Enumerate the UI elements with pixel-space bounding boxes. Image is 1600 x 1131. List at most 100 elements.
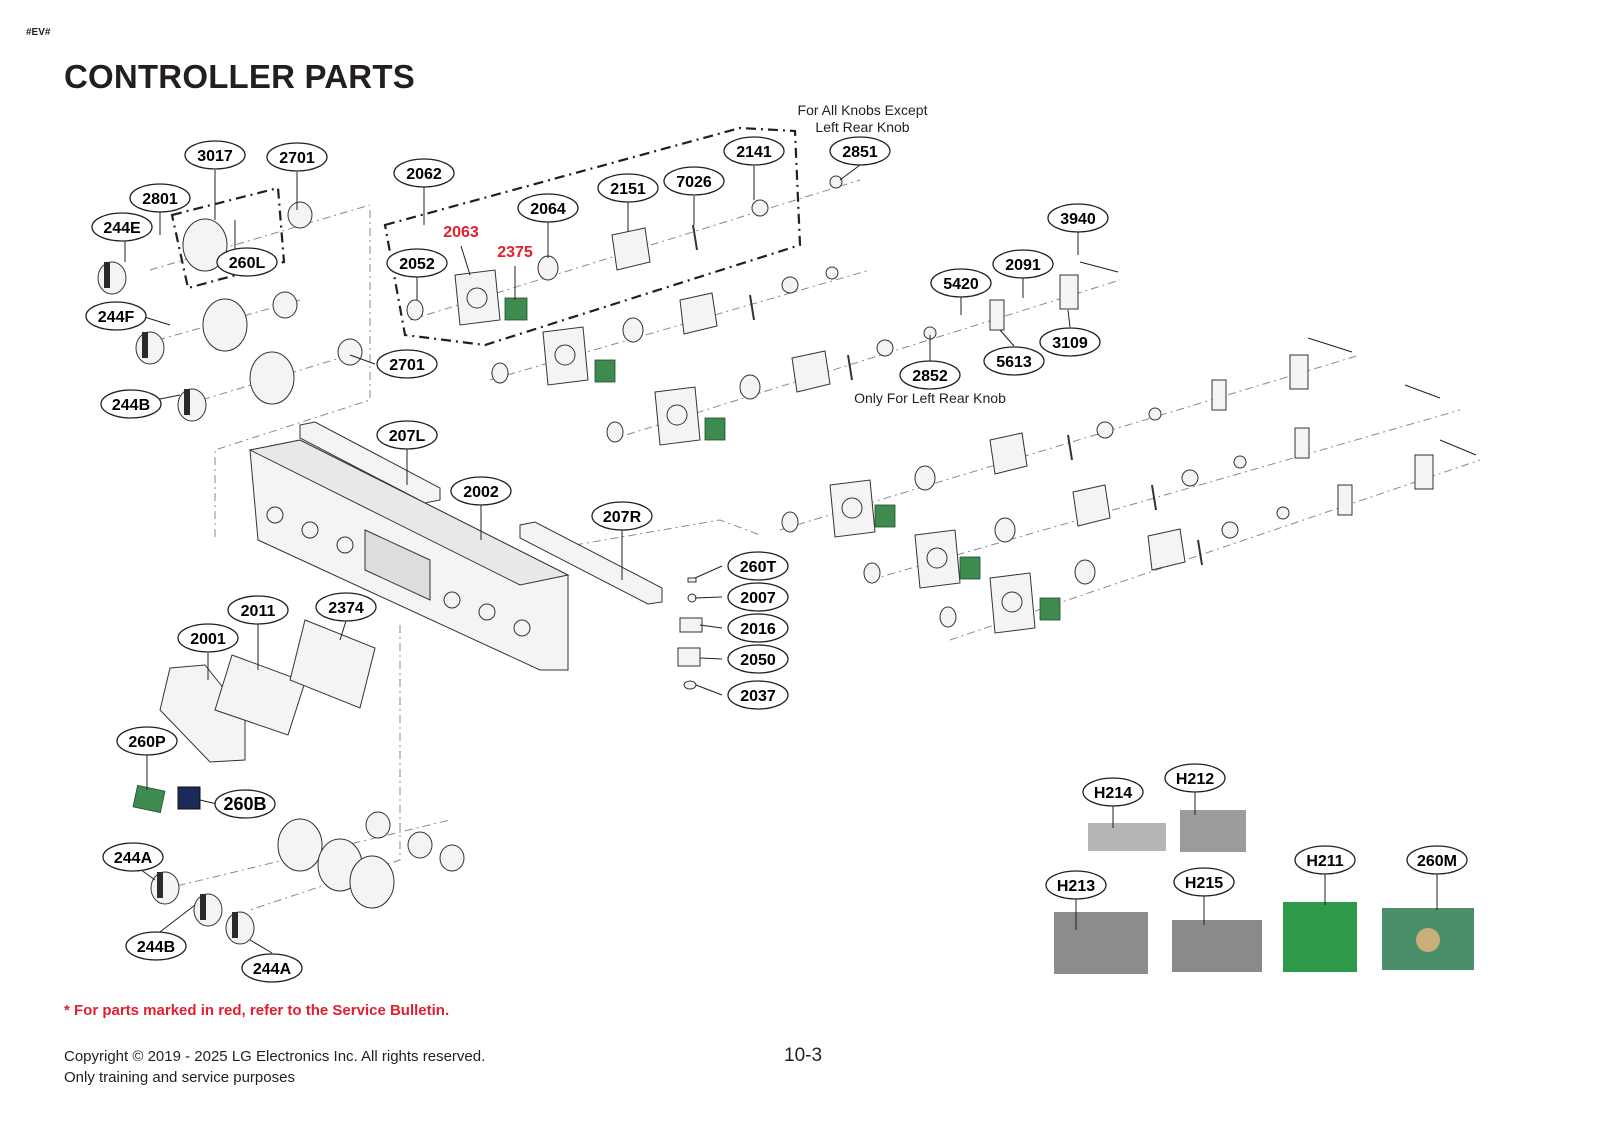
part-labels: 3017 2701 2801 244E 260L 244F 244B 2701 … [85, 136, 1468, 983]
part-label-2701: 2701 [266, 142, 328, 172]
svg-text:260T: 260T [740, 559, 777, 576]
part-label-244E: 244E [91, 212, 153, 242]
svg-text:2062: 2062 [406, 166, 442, 183]
part-label-2374: 2374 [315, 592, 377, 622]
svg-text:244A: 244A [114, 850, 153, 867]
part-label-3109: 3109 [1039, 327, 1101, 357]
right-stack-parts [677, 577, 703, 690]
svg-text:2001: 2001 [190, 631, 226, 648]
svg-text:2050: 2050 [740, 652, 776, 669]
part-label-H211: H211 [1294, 845, 1356, 875]
svg-text:3109: 3109 [1052, 335, 1088, 352]
svg-text:2701: 2701 [279, 150, 315, 167]
svg-text:2037: 2037 [740, 688, 776, 705]
svg-text:H211: H211 [1306, 853, 1343, 870]
part-label-260B: 260B [214, 789, 276, 819]
part-label-2091: 2091 [992, 249, 1054, 279]
part-label-H214: H214 [1082, 777, 1144, 807]
svg-text:H213: H213 [1057, 878, 1095, 895]
svg-text:2011: 2011 [241, 603, 276, 620]
svg-text:H212: H212 [1176, 771, 1214, 788]
svg-text:2852: 2852 [912, 368, 948, 385]
svg-text:2151: 2151 [610, 181, 646, 198]
part-label-2375: 2375 [485, 237, 545, 265]
svg-text:260B: 260B [223, 794, 266, 814]
pcb-row5 [959, 556, 981, 580]
pcb-260P [132, 784, 166, 814]
part-label-244F: 244F [85, 301, 147, 331]
springs [692, 224, 1203, 566]
part-label-H212: H212 [1164, 763, 1226, 793]
part-label-2063: 2063 [431, 217, 491, 245]
part-label-260T: 260T [727, 551, 789, 581]
knob-bezels [182, 201, 465, 909]
reference-photos [1054, 810, 1474, 974]
svg-text:260P: 260P [128, 734, 166, 751]
copyright-line-1: Copyright © 2019 - 2025 LG Electronics I… [64, 1048, 486, 1065]
rings [406, 299, 957, 628]
svg-text:H215: H215 [1185, 875, 1223, 892]
part-label-260P: 260P [116, 726, 178, 756]
part-label-260M: 260M [1406, 845, 1468, 875]
svg-text:5420: 5420 [943, 276, 979, 293]
part-label-2852: 2852 [899, 360, 961, 390]
small-cylinders [537, 175, 1290, 585]
svg-text:244E: 244E [103, 220, 141, 237]
svg-text:260L: 260L [229, 255, 266, 272]
knob-assembly-group-box [383, 126, 802, 347]
service-bulletin-note: * For parts marked in red, refer to the … [64, 1002, 450, 1019]
pcb-260B [177, 786, 201, 810]
svg-text:2801: 2801 [142, 191, 178, 208]
part-label-244A: 244A [102, 842, 164, 872]
part-label-2701-b: 2701 [376, 349, 438, 379]
svg-text:244B: 244B [112, 397, 150, 414]
trim-207L [299, 421, 441, 504]
part-label-2001: 2001 [177, 623, 239, 653]
display-bracket-2374 [289, 619, 376, 709]
left-rear-knob-group-box [170, 186, 286, 290]
part-label-H215: H215 [1173, 867, 1235, 897]
page-title: CONTROLLER PARTS [64, 58, 415, 95]
pcb-row4 [874, 504, 896, 528]
svg-text:3940: 3940 [1060, 211, 1096, 228]
svg-text:5613: 5613 [996, 354, 1032, 371]
control-panel-2002 [248, 439, 570, 671]
pcb-row2 [594, 359, 616, 383]
trim-207R [519, 521, 663, 605]
svg-text:2141: 2141 [736, 144, 772, 161]
pcb-row6 [1039, 597, 1061, 621]
svg-text:207L: 207L [389, 428, 426, 445]
display-window-2011 [214, 654, 306, 736]
part-label-3940: 3940 [1047, 203, 1109, 233]
svg-text:244A: 244A [253, 961, 292, 978]
part-label-207L: 207L [376, 420, 438, 450]
page-number: 10-3 [784, 1045, 823, 1066]
leader-lines [124, 164, 1438, 954]
knobs [97, 261, 255, 945]
svg-text:207R: 207R [603, 509, 642, 526]
part-label-5613: 5613 [983, 346, 1045, 376]
svg-text:2063: 2063 [443, 224, 479, 241]
pcb-2375 [504, 297, 528, 321]
cam-plates [611, 227, 1186, 571]
part-label-2141: 2141 [723, 136, 785, 166]
corner-tag: #EV# [26, 27, 51, 38]
svg-text:2851: 2851 [842, 144, 878, 161]
svg-text:2016: 2016 [740, 621, 776, 638]
part-label-3017: 3017 [184, 140, 246, 170]
svg-text:2091: 2091 [1005, 257, 1041, 274]
svg-text:2374: 2374 [328, 600, 364, 617]
svg-text:7026: 7026 [676, 174, 712, 191]
note-left-rear-only: Only For Left Rear Knob [854, 390, 1006, 406]
pcb-row3 [704, 417, 726, 441]
part-label-2064: 2064 [517, 193, 579, 223]
svg-text:3017: 3017 [197, 148, 233, 165]
note-knobs-except: For All Knobs Except Left Rear Knob [797, 102, 928, 135]
svg-text:2052: 2052 [399, 256, 435, 273]
svg-text:2064: 2064 [530, 201, 566, 218]
valve-housings [454, 269, 1036, 634]
part-label-2151: 2151 [597, 173, 659, 203]
part-label-244A-b: 244A [241, 953, 303, 983]
part-label-2007: 2007 [727, 582, 789, 612]
